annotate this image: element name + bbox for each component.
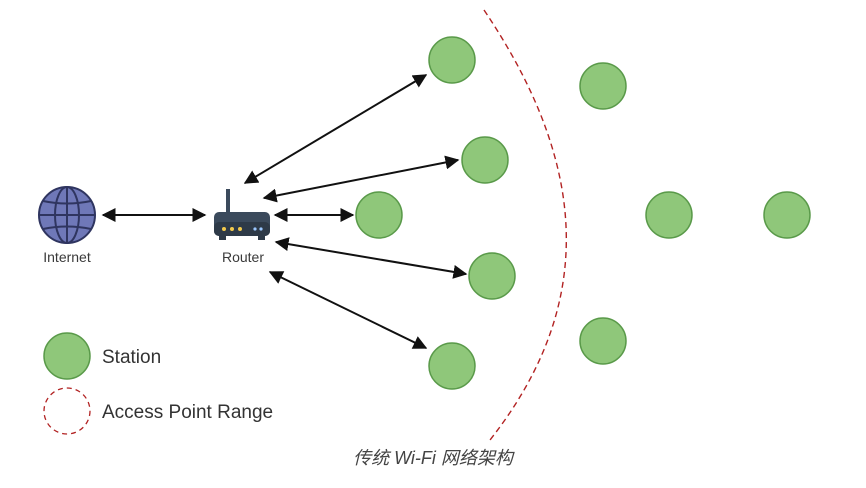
access-point-range-arc: [483, 9, 568, 441]
legend-station-label: Station: [102, 347, 161, 368]
station-node-out-of-range: [763, 191, 811, 239]
station-node-out-of-range: [645, 191, 693, 239]
station-node: [428, 342, 476, 390]
station-node: [428, 36, 476, 84]
router-label: Router: [222, 249, 264, 265]
diagram-caption: 传统 Wi-Fi 网络架构: [353, 448, 513, 468]
router-icon: [214, 189, 270, 240]
legend-range-swatch: [43, 387, 91, 435]
station-node-out-of-range: [579, 317, 627, 365]
globe-icon: [38, 186, 96, 244]
legend-range-label: Access Point Range: [102, 402, 273, 423]
legend: Station Access Point Range: [43, 332, 273, 435]
station-node: [355, 191, 403, 239]
arrow-router-station-4: [274, 237, 468, 279]
station-node-out-of-range: [579, 62, 627, 110]
legend-station-swatch: [43, 332, 91, 380]
internet-label: Internet: [43, 249, 91, 265]
station-node: [468, 252, 516, 300]
station-node: [461, 136, 509, 184]
arrow-router-station-2: [262, 155, 460, 203]
arrow-router-station-5: [268, 271, 428, 349]
arrow-router-station-1: [243, 74, 428, 184]
